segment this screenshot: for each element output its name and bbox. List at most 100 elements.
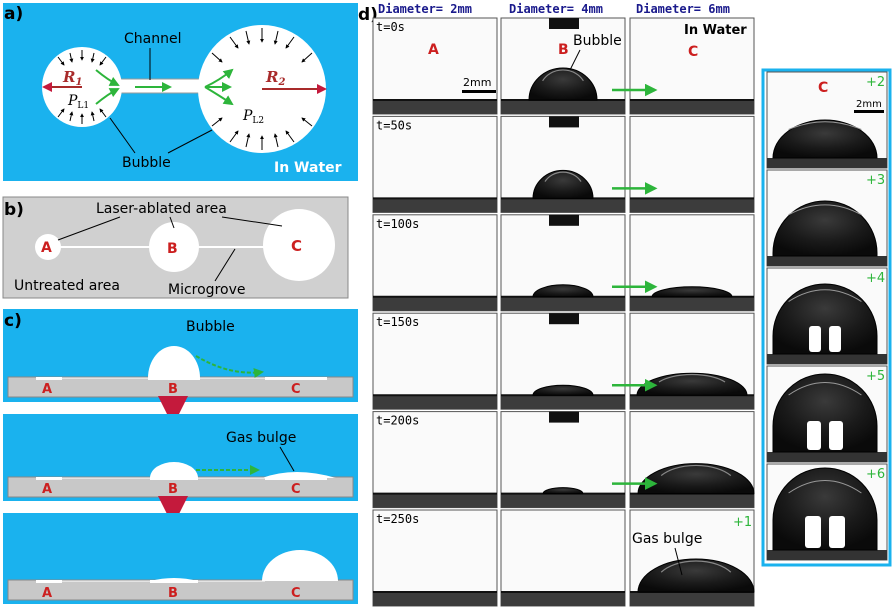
small-bubble-pressure-arrows <box>57 50 107 124</box>
spot-c-label: C <box>291 237 302 255</box>
step-1-b: B <box>168 382 178 397</box>
frame-grid: t=0s t=50s t=100s t=150s t=200s t=250s <box>372 17 755 607</box>
frame-label-b: B <box>558 42 569 58</box>
r1-subscript: 1 <box>75 77 82 88</box>
p1-subscript: L1 <box>77 101 89 111</box>
frame <box>500 115 626 213</box>
frame-in-water-label: In Water <box>684 23 747 38</box>
step-1-a: A <box>42 382 52 397</box>
step-3-gas-bulge <box>262 550 338 581</box>
frame <box>372 411 498 509</box>
spot-a-label: A <box>41 240 52 256</box>
gas-bulge-label: Gas bulge <box>226 430 296 446</box>
frame-e: +3 <box>766 169 888 267</box>
step-3-a: A <box>42 586 52 601</box>
frame-e: +2 <box>766 71 888 169</box>
r1-label: R <box>62 68 75 86</box>
step-2-bubble <box>150 462 198 478</box>
frame <box>629 312 755 410</box>
scale-bar-e <box>854 110 884 113</box>
frame <box>372 115 498 213</box>
step-2-c: C <box>291 482 301 497</box>
step-3-b: B <box>168 586 178 601</box>
p1-label: P <box>67 93 78 109</box>
frame-e: +6 <box>766 463 888 561</box>
step-2-gas-bulge <box>262 472 336 478</box>
panel-c: Bubble A B C Gas bulge A B C A B C c) <box>3 309 358 604</box>
frame <box>372 312 498 410</box>
panel-a-label: a) <box>4 4 23 24</box>
step-1-c: C <box>291 382 301 397</box>
r2-subscript: 2 <box>277 77 285 88</box>
step-2-a: A <box>42 482 52 497</box>
in-water-label: In Water <box>274 160 342 176</box>
panel-e-border <box>761 68 892 567</box>
frame-plus-1: +1 <box>733 515 752 530</box>
frame-label-a: A <box>428 42 439 58</box>
frame-e-time: +4 <box>866 271 885 286</box>
scale-bar-d <box>462 90 496 93</box>
frame-label-c: C <box>688 44 698 60</box>
frame <box>629 17 755 115</box>
step-3-bubble <box>150 578 198 581</box>
panel-c-label: c) <box>4 311 22 331</box>
panel-b: A B C Laser-ablated area Untreated area … <box>2 196 349 299</box>
microgrove-label: Microgrove <box>168 282 245 298</box>
time-label: t=100s <box>376 217 419 231</box>
panel-a: R1 R2 PL1 PL2 Channel Bubble In Water a) <box>3 3 358 181</box>
laser-ablated-label: Laser-ablated area <box>96 201 227 217</box>
panel-e: e) +2+3+4+5+6 C 2mm <box>761 68 892 567</box>
panel-e-c-label: C <box>818 80 828 96</box>
frame <box>500 509 626 607</box>
spot-b-label: B <box>167 241 178 257</box>
time-label: t=250s <box>376 512 419 526</box>
time-label: t=50s <box>376 118 412 132</box>
frame <box>629 411 755 509</box>
svg-text:PL2: PL2 <box>242 108 264 126</box>
frame-e-time: +2 <box>866 75 885 90</box>
frame <box>500 214 626 312</box>
untreated-area-label: Untreated area <box>14 278 120 294</box>
time-label: t=150s <box>376 315 419 329</box>
frame-e-time: +6 <box>866 467 885 482</box>
spot-a <box>35 234 61 260</box>
svg-text:PL1: PL1 <box>67 93 89 111</box>
scale-text-e: 2mm <box>856 99 882 110</box>
frame-bubble-label: Bubble <box>573 33 622 49</box>
panel-e-frames: +2 +3 +4 +5 +6 <box>766 71 888 561</box>
time-label: t=0s <box>376 20 405 34</box>
panel-b-label: b) <box>4 200 24 220</box>
frame-gas-bulge-label: Gas bulge <box>632 531 702 547</box>
step-3-c: C <box>291 586 301 601</box>
scale-text-d: 2mm <box>463 76 491 89</box>
bubble-label: Bubble <box>122 155 171 171</box>
channel-label: Channel <box>124 31 181 47</box>
frame <box>629 509 755 607</box>
spot-c <box>263 209 335 281</box>
frame-e: +5 <box>766 365 888 463</box>
col-header-4mm: Diameter= 4mm <box>509 2 603 16</box>
spot-b <box>149 222 199 272</box>
frame <box>500 17 626 115</box>
large-bubble-pressure-arrows <box>211 28 313 150</box>
gas-flow-arrows <box>95 68 234 106</box>
frame <box>372 509 498 607</box>
p2-label: P <box>242 108 253 124</box>
frame-e-time: +3 <box>866 173 885 188</box>
p2-subscript: L2 <box>252 116 264 126</box>
frame-e-time: +5 <box>866 369 885 384</box>
frame <box>372 214 498 312</box>
r2-label: R <box>265 68 278 86</box>
frame <box>629 115 755 213</box>
panel-c-bubble-label: Bubble <box>186 319 235 335</box>
frame <box>500 312 626 410</box>
col-header-2mm: Diameter= 2mm <box>378 2 472 16</box>
panel-d: d) Diameter= 2mm Diameter= 4mm Diameter=… <box>358 2 755 607</box>
time-label: t=200s <box>376 414 419 428</box>
svg-text:R1: R1 <box>62 68 82 88</box>
step-2-b: B <box>168 482 178 497</box>
frame-e: +4 <box>766 267 888 365</box>
step-1-bubble <box>148 346 200 378</box>
frame <box>500 411 626 509</box>
